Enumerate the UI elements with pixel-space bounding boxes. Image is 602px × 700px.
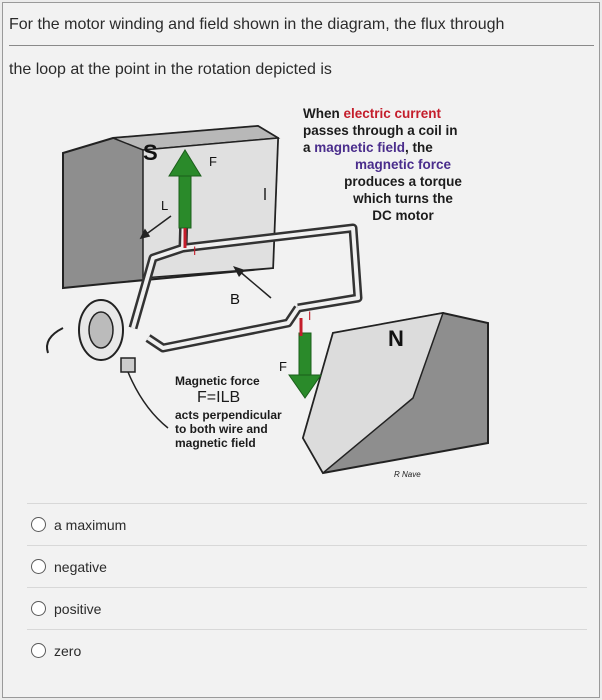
f-bottom-label: F [279,359,287,374]
option-zero[interactable]: zero [27,629,587,671]
radio-button[interactable] [31,517,46,532]
option-label: zero [54,642,82,659]
question-line-1: For the motor winding and field shown in… [9,13,594,46]
option-negative[interactable]: negative [27,545,587,587]
option-a-maximum[interactable]: a maximum [27,503,587,545]
south-magnet: S [62,124,281,290]
question-line-2: the loop at the point in the rotation de… [9,61,332,78]
motor-diagram-art: S N [46,124,489,475]
motor-diagram: S N [33,98,503,498]
question-text: For the motor winding and field shown in… [9,13,594,102]
l-label: L [161,198,168,213]
i-bottom-label: I [308,309,311,323]
length-indicator [139,188,266,240]
answer-options: a maximum negative positive zero [27,503,587,671]
i-top-label: I [193,244,196,258]
option-positive[interactable]: positive [27,587,587,629]
b-label: B [230,291,240,308]
f-top-label: F [209,154,217,169]
radio-button[interactable] [31,601,46,616]
option-label: negative [54,558,107,575]
pole-s-label: S [143,140,158,165]
force-arrow-up [168,149,202,229]
force-note: Magnetic force F=ILB acts perpendicular … [175,374,282,450]
diagram-credit: R Nave [394,470,421,479]
radio-button[interactable] [31,559,46,574]
b-field-arrow: B [230,266,272,308]
north-magnet: N [301,311,489,475]
commutator [46,299,169,429]
pole-n-label: N [388,326,404,351]
option-label: positive [54,600,102,617]
option-label: a maximum [54,516,127,533]
radio-button[interactable] [31,643,46,658]
force-arrow-down [288,332,322,399]
motor-note: When electric current passes through a c… [303,106,462,223]
